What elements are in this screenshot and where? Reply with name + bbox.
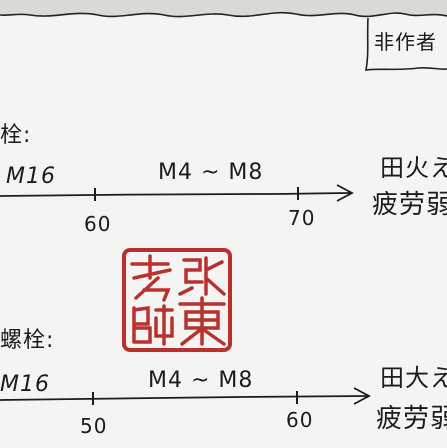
section1-left-range: M16 [6,164,56,189]
section2-side-line2: 疲劳弱 [376,404,447,434]
note-box-text: 非作者 [374,30,437,54]
section2-heading: 螺栓: [0,328,55,353]
section1-side-line2: 疲劳弱 [372,190,447,220]
section2-arrow-head [353,387,371,405]
note-box-border [365,17,447,71]
section1-arrow-line [0,192,351,197]
section1-tick-label-70: 70 [288,206,316,230]
section1-arrow-head [336,184,354,202]
section2-tick-label-60: 60 [286,408,314,432]
section1-side-line1: 田火え [380,154,447,182]
section2-side-line1: 田大え [380,364,447,392]
section1-tick-label-60: 60 [84,212,112,236]
seal-stamp [122,248,232,352]
section1-heading: 栓: [0,123,32,148]
section1-right-range: M4 ~ M8 [158,160,264,185]
section2-right-range: M4 ~ M8 [148,368,254,393]
section2-tick-label-50: 50 [80,414,108,438]
section2-left-range: M16 [0,372,50,397]
torn-paper-edge [0,0,447,17]
section2-arrow-line [0,395,369,401]
